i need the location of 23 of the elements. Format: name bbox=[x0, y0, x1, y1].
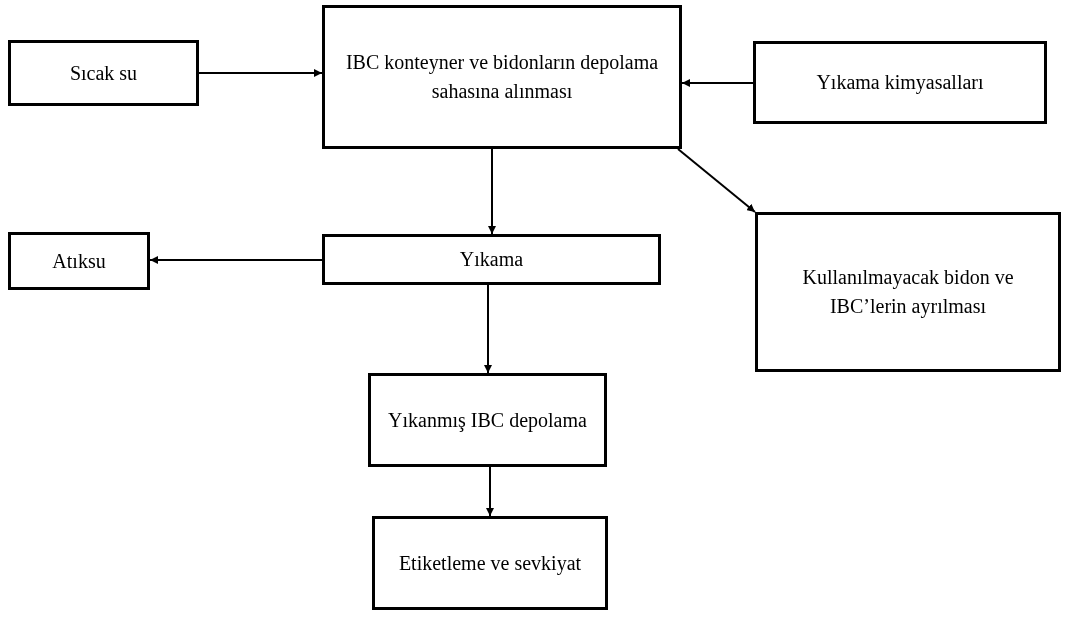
arrow bbox=[486, 466, 494, 517]
process-box bbox=[322, 234, 661, 285]
box-label: Kullanılmayacak bidon ve IBC’lerin ayrılması bbox=[801, 265, 1015, 320]
arrow bbox=[681, 79, 754, 87]
process-box bbox=[8, 40, 199, 106]
arrow bbox=[198, 69, 323, 77]
box-label: IBC konteyner ve bidonların depolama sahasına alınması bbox=[344, 50, 660, 104]
process-box bbox=[368, 373, 607, 467]
process-box bbox=[755, 212, 1061, 372]
arrow bbox=[149, 256, 323, 264]
box-label: Etiketleme ve sevkiyat bbox=[398, 550, 582, 577]
arrow bbox=[484, 284, 492, 374]
box-label: Yıkanmış IBC depolama bbox=[388, 407, 587, 434]
box-label: Sıcak su bbox=[69, 60, 138, 86]
box-label: Yıkama kimyasalları bbox=[816, 70, 984, 96]
process-box bbox=[8, 232, 150, 290]
process-box bbox=[753, 41, 1047, 124]
process-box bbox=[372, 516, 608, 610]
box-label: Atıksu bbox=[52, 248, 106, 274]
process-box bbox=[322, 5, 682, 149]
arrow bbox=[677, 148, 756, 213]
box-label: Yıkama bbox=[459, 247, 524, 272]
arrow bbox=[488, 148, 496, 235]
